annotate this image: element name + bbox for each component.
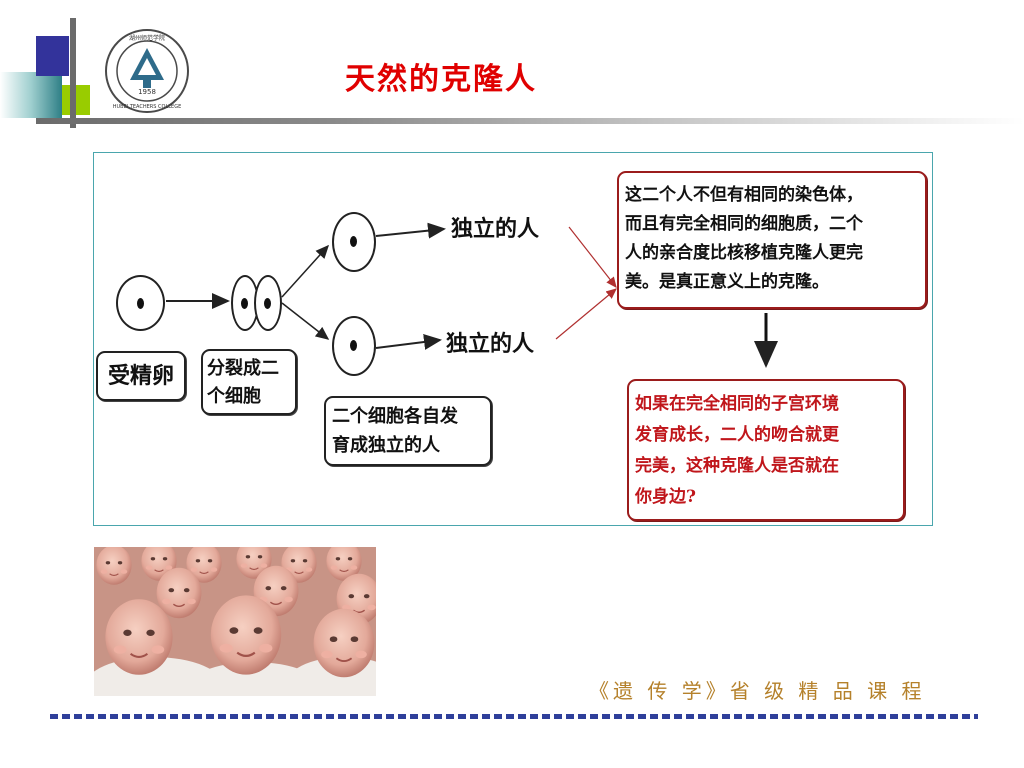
footer-dashed-line xyxy=(50,714,978,719)
arrow-upper-to-person xyxy=(375,222,446,239)
label-split: 分裂成二 个细胞 xyxy=(201,349,297,415)
two-cell-right xyxy=(254,275,282,331)
question-line-3: 完美，这种克隆人是否就在 xyxy=(635,456,839,476)
diagram-arrows xyxy=(166,222,778,368)
zygote-cell xyxy=(116,275,165,331)
question-line-1: 如果在完全相同的子宫环境 xyxy=(635,394,839,414)
arrow-lower-to-person xyxy=(375,334,442,350)
label-develop: 二个细胞各自发 育成独立的人 xyxy=(324,396,492,466)
explanation-line-4: 美。是真正意义上的克隆。 xyxy=(625,272,829,292)
label-person-2: 独立的人 xyxy=(446,331,535,357)
course-footer: 《遗 传 学》省 级 精 品 课 程 xyxy=(589,679,926,703)
arrow-person1-to-box xyxy=(568,226,617,288)
logo-arc-text: HUBEI TEACHERS COLLEGE xyxy=(113,104,181,110)
question-box: 如果在完全相同的子宫环境 发育成长，二人的吻合就更 完美，这种克隆人是否就在 你… xyxy=(627,379,905,521)
label-develop-line-1: 二个细胞各自发 xyxy=(332,406,458,427)
explanation-line-2: 而且有完全相同的细胞质，二个 xyxy=(625,214,863,234)
question-line-4: 你身边? xyxy=(635,487,696,507)
two-cell-left-nucleus xyxy=(241,298,248,309)
label-split-line-2: 个细胞 xyxy=(207,386,261,407)
label-develop-line-2: 育成独立的人 xyxy=(332,435,440,456)
logo-year: 1958 xyxy=(138,88,156,96)
arrow-split-to-lower xyxy=(281,302,330,340)
explanation-line-3: 人的亲合度比核移植克隆人更完 xyxy=(625,243,863,263)
explanation-box: 这二个人不但有相同的染色体， 而且有完全相同的细胞质，二个 人的亲合度比核移植克… xyxy=(617,171,927,309)
upper-cell-nucleus xyxy=(350,236,357,247)
label-zygote: 受精卵 xyxy=(96,351,186,401)
header-green-block xyxy=(62,85,90,115)
question-line-2: 发育成长，二人的吻合就更 xyxy=(635,425,839,445)
label-split-line-1: 分裂成二 xyxy=(207,358,279,379)
arrow-person2-to-box xyxy=(555,288,617,340)
slide-title: 天然的克隆人 xyxy=(345,62,537,97)
two-cell-right-nucleus xyxy=(264,298,271,309)
logo-seal-text: 湖州师范学院 xyxy=(129,34,165,42)
upper-cell xyxy=(332,212,376,272)
twin-clone-diagram: 受精卵 分裂成二 个细胞 独立的人 独立的人 二个细胞各自发 育成独立的人 这二… xyxy=(93,152,933,526)
label-person-1: 独立的人 xyxy=(451,216,540,242)
college-logo: 1958 湖州师范学院 HUBEI TEACHERS COLLEGE xyxy=(105,29,189,113)
lower-cell-nucleus xyxy=(350,340,357,351)
zygote-nucleus xyxy=(137,298,144,309)
cloned-babies-photo xyxy=(94,547,376,696)
header-teal-gradient-block xyxy=(0,72,62,118)
header-horizontal-bar xyxy=(36,118,1024,124)
header-navy-block xyxy=(36,36,69,76)
arrow-split-to-upper xyxy=(281,244,330,298)
babies-illustration xyxy=(94,547,376,696)
header-vertical-bar xyxy=(70,18,76,128)
lower-cell xyxy=(332,316,376,376)
explanation-line-1: 这二个人不但有相同的染色体， xyxy=(625,185,863,205)
